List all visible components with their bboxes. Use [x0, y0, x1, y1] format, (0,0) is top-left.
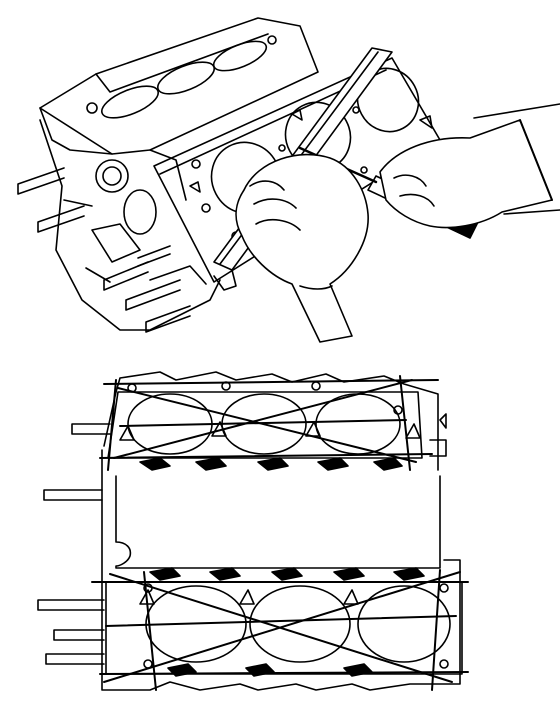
right-hand [380, 104, 560, 227]
block-front-face [40, 120, 220, 330]
left-hand [236, 155, 368, 342]
bank-1-diagonal-line-a [118, 388, 416, 462]
bank-1-lengthwise-top-line [104, 380, 438, 384]
left-bank-bore-2 [154, 56, 219, 101]
bank-1-center-line [120, 420, 406, 426]
bank-2-center-line [106, 616, 456, 626]
bank-1-bore-3 [316, 394, 400, 454]
bank-2-bore-3 [358, 586, 450, 662]
bottom-plan-panel [38, 372, 468, 690]
bank-2-crosswise-right-line [432, 570, 440, 690]
bank-2-crosswise-left-line [144, 572, 156, 690]
left-bank-bore-3 [210, 35, 270, 76]
bank-1-measurement-lines [100, 376, 438, 470]
bank-2-bore-2 [250, 586, 350, 662]
bank-1-lengthwise-bottom-line [100, 454, 432, 458]
bank-2-deck [106, 568, 462, 676]
bank-2-diagonal-line-b [104, 572, 460, 682]
left-bank-deck [40, 18, 318, 154]
bank-2-measurement-lines [92, 570, 468, 690]
bank-2-lengthwise-bottom-line [100, 672, 468, 674]
plan-studs [38, 424, 110, 664]
left-bank-bore-1 [98, 80, 163, 125]
bank-1-diagonal-line-b [114, 380, 412, 458]
top-perspective-panel [18, 18, 560, 342]
bank-1-crosswise-left-line [108, 380, 116, 470]
bank-1-crosswise-right-line [400, 376, 410, 470]
block-studs [18, 168, 190, 332]
